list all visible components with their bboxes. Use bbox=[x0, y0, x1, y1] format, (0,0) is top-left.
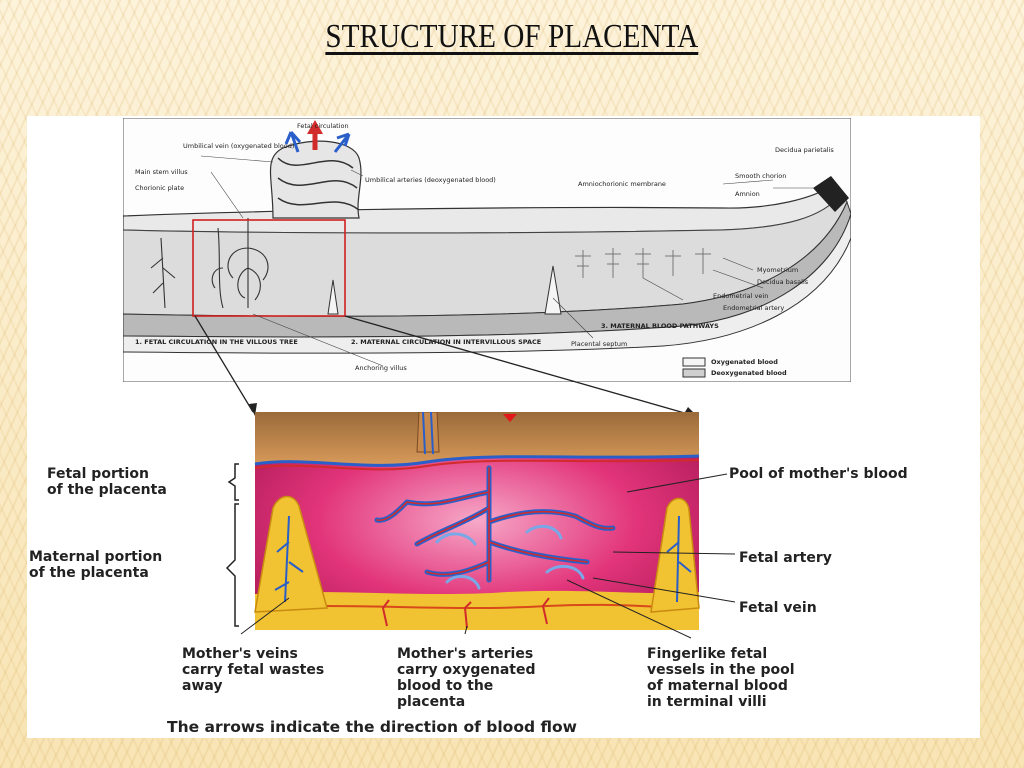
chorionic-vessel-red bbox=[254, 459, 700, 471]
label-legend-deoxygenated: Deoxygenated blood bbox=[711, 369, 787, 377]
right-villus-vessels bbox=[666, 515, 692, 603]
label-anchoring-villus: Anchoring villus bbox=[355, 364, 407, 372]
label-maternal-portion-1: Maternal portion bbox=[29, 549, 162, 565]
label-fingerlike-vessels-3: of maternal blood bbox=[647, 678, 788, 694]
label-fingerlike-vessels-4: in terminal villi bbox=[647, 694, 767, 710]
top-red-arrow bbox=[503, 414, 517, 422]
left-villus-vessels bbox=[274, 515, 304, 603]
slide-title: STRUCTURE OF PLACENTA bbox=[325, 18, 699, 55]
fetal-circulation-arrowhead bbox=[307, 120, 323, 134]
umbilical-vessels bbox=[277, 157, 360, 211]
label-legend-oxygenated: Oxygenated blood bbox=[711, 358, 778, 366]
maternal-portion-brace bbox=[225, 503, 239, 627]
right-anchoring-villus bbox=[650, 497, 700, 613]
chorionic-vessel-blue bbox=[254, 454, 700, 467]
legend-oxygenated-swatch bbox=[682, 357, 706, 367]
diagram-panel: Umbilical vein (oxygenated blood) Fetal … bbox=[27, 116, 980, 738]
label-placental-septum: Placental septum bbox=[571, 340, 627, 348]
label-fingerlike-vessels-2: vessels in the pool bbox=[647, 662, 795, 678]
maternal-artery-spurts bbox=[381, 597, 550, 629]
label-endometrial-artery: Endometrial artery bbox=[723, 304, 784, 312]
label-fetal-portion-1: Fetal portion bbox=[47, 466, 149, 482]
label-fingerlike-vessels-1: Fingerlike fetal bbox=[647, 646, 767, 662]
caption-blood-flow: The arrows indicate the direction of blo… bbox=[167, 718, 577, 736]
umbilical-cord bbox=[269, 140, 362, 219]
leader-lines bbox=[200, 155, 813, 367]
zoom-arrows bbox=[194, 315, 697, 417]
label-fetal-circulation-villous: 1. FETAL CIRCULATION IN THE VILLOUS TREE bbox=[135, 338, 298, 346]
label-maternal-circulation: 2. MATERNAL CIRCULATION IN INTERVILLOUS … bbox=[351, 338, 541, 346]
label-fetal-vein: Fetal vein bbox=[739, 600, 817, 616]
label-fetal-circulation: Fetal circulation bbox=[297, 122, 349, 130]
left-anchoring-villus bbox=[254, 495, 328, 613]
label-myometrium: Myometrium bbox=[757, 266, 798, 274]
label-fetal-artery: Fetal artery bbox=[739, 550, 832, 566]
label-decidua-parietalis: Decidua parietalis bbox=[775, 146, 834, 154]
umbilical-stem bbox=[416, 412, 440, 453]
label-mothers-veins-3: away bbox=[182, 678, 223, 694]
label-mothers-arteries-1: Mother's arteries bbox=[397, 646, 533, 662]
zoom-focus-box bbox=[192, 219, 346, 317]
maternal-decidua bbox=[255, 590, 699, 630]
decidua-parietalis-cap bbox=[813, 176, 849, 212]
villous-tree bbox=[150, 218, 269, 309]
label-mothers-veins-2: carry fetal wastes bbox=[182, 662, 324, 678]
label-chorionic-plate: Chorionic plate bbox=[135, 184, 184, 192]
label-umbilical-arteries: Umbilical arteries (deoxygenated blood) bbox=[365, 176, 496, 184]
placenta-closeup-diagram: Fetal portion of the placenta Maternal p… bbox=[29, 412, 908, 736]
fetal-portion-brace bbox=[227, 463, 239, 501]
label-maternal-portion-2: of the placenta bbox=[29, 565, 149, 581]
label-maternal-blood-pathways: 3. MATERNAL BLOOD PATHWAYS bbox=[601, 322, 719, 330]
label-smooth-chorion: Smooth chorion bbox=[735, 172, 786, 180]
placenta-cross-section-diagram: Umbilical vein (oxygenated blood) Fetal … bbox=[123, 118, 851, 382]
label-main-stem-villus: Main stem villus bbox=[135, 168, 188, 176]
label-decidua-basalis: Decidua basalis bbox=[757, 278, 809, 286]
bottom-leader-lines bbox=[240, 473, 736, 639]
legend-deoxygenated-swatch bbox=[682, 368, 706, 378]
myometrium bbox=[123, 213, 851, 354]
terminal-villi bbox=[575, 248, 711, 278]
umbilical-stem-vessels bbox=[422, 412, 434, 455]
placental-septum-1 bbox=[327, 279, 339, 315]
label-mothers-arteries-3: blood to the bbox=[397, 678, 493, 694]
label-mothers-veins-1: Mother's veins bbox=[182, 646, 298, 662]
label-pool-of-mothers-blood: Pool of mother's blood bbox=[729, 466, 908, 482]
umbilical-vein-arrow bbox=[284, 130, 302, 153]
label-mothers-arteries-4: placenta bbox=[397, 694, 465, 710]
label-umbilical-vein: Umbilical vein (oxygenated blood) bbox=[183, 142, 294, 150]
fetal-villous-tree bbox=[374, 465, 616, 590]
label-amniochorionic-membrane: Amniochorionic membrane bbox=[578, 180, 666, 188]
fetal-chorionic-plate bbox=[255, 412, 699, 466]
label-endometrial-vein: Endometrial vein bbox=[713, 292, 768, 300]
label-fetal-portion-2: of the placenta bbox=[47, 482, 167, 498]
umbilical-artery-arrow bbox=[333, 132, 351, 153]
label-mothers-arteries-2: carry oxygenated bbox=[397, 662, 535, 678]
label-amnion: Amnion bbox=[735, 190, 760, 198]
